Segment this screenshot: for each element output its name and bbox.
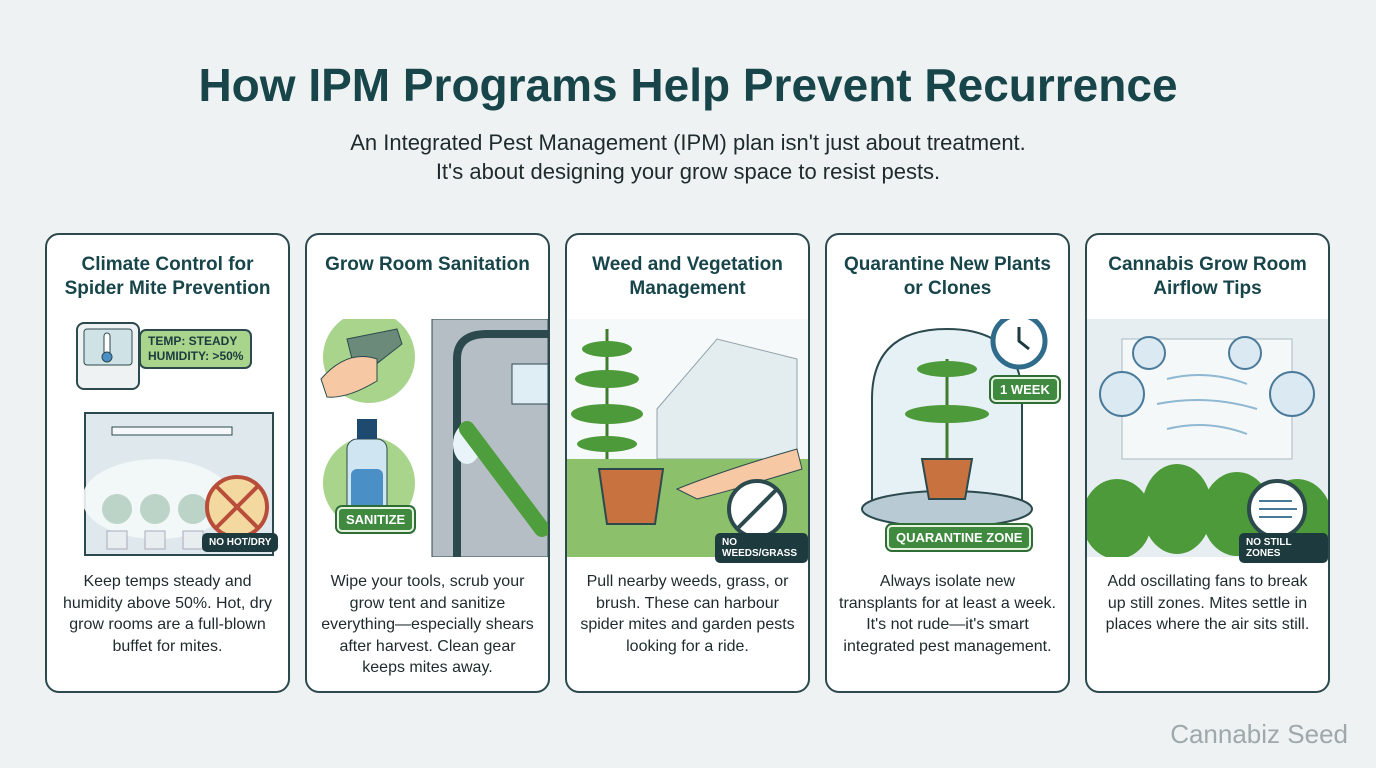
one-week-tag: 1 WEEK: [991, 377, 1059, 402]
shears-icon: [320, 311, 548, 558]
no-weeds-tag: NO WEEDS/GRASS: [715, 533, 808, 563]
fan-icon: [1087, 319, 1328, 559]
card-text: Add oscillating fans to break up still z…: [1105, 573, 1310, 633]
quarantine-zone-tag: QUARANTINE ZONE: [887, 525, 1032, 550]
weed-illustration: NO WEEDS/GRASS: [567, 319, 808, 563]
card-text: Always isolate new transplants for at le…: [839, 573, 1056, 655]
watermark: Cannabiz Seed: [1170, 719, 1348, 749]
card-quarantine: Quarantine New Plants or Clones 1 WEEK Q…: [825, 233, 1070, 693]
plant-pot-icon: [567, 319, 808, 557]
card-sanitation: Grow Room Sanitation SANITIZE Wipe your …: [305, 233, 550, 693]
subtitle-line: An Integrated Pest Management (IPM) plan…: [350, 130, 1026, 155]
page-subtitle: An Integrated Pest Management (IPM) plan…: [0, 128, 1376, 186]
card-climate-control: Climate Control for Spider Mite Preventi…: [45, 233, 290, 693]
temp-label: TEMP: STEADY: [148, 334, 238, 348]
sanitize-tag: SANITIZE: [337, 507, 415, 532]
card-weed-management: Weed and Vegetation Management NO WEEDS/…: [565, 233, 810, 693]
subtitle-line: It's about designing your grow space to …: [435, 159, 941, 184]
card-title: Climate Control for Spider Mite Preventi…: [64, 254, 271, 299]
humidity-label: HUMIDITY: >50%: [148, 349, 244, 363]
card-airflow: Cannabis Grow Room Airflow Tips NO STILL…: [1085, 233, 1330, 693]
card-title: Grow Room Sanitation: [325, 254, 530, 275]
airflow-illustration: NO STILL ZONES: [1087, 319, 1328, 563]
no-hot-dry-tag: NO HOT/DRY: [202, 533, 279, 552]
no-still-zones-tag: NO STILL ZONES: [1239, 533, 1328, 563]
card-title: Quarantine New Plants or Clones: [844, 254, 1051, 299]
card-text: Keep temps steady and humidity above 50%…: [63, 573, 272, 655]
card-title: Weed and Vegetation Management: [592, 254, 783, 299]
card-text: Wipe your tools, scrub your grow tent an…: [321, 573, 534, 676]
card-text: Pull nearby weeds, grass, or brush. Thes…: [580, 573, 795, 655]
thermometer-icon: [76, 322, 274, 556]
page-title: How IPM Programs Help Prevent Recurrence: [198, 59, 1178, 111]
sanitation-illustration: SANITIZE: [307, 311, 548, 558]
climate-illustration: TEMP: STEADY HUMIDITY: >50% NO HOT/DRY: [47, 319, 288, 557]
quarantine-illustration: 1 WEEK QUARANTINE ZONE: [827, 312, 1068, 557]
card-title: Cannabis Grow Room Airflow Tips: [1108, 254, 1307, 299]
wind-icon: [1259, 500, 1297, 518]
glass-dome-icon: [861, 312, 1048, 528]
